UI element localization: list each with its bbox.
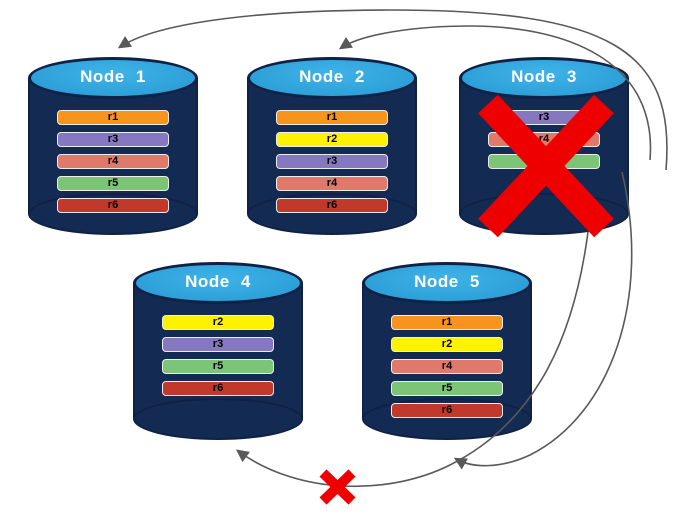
node-5: Node 5 r1 r2 r4 r5 r6 bbox=[362, 262, 532, 440]
cylinder-bottom bbox=[459, 193, 629, 235]
replica-bar-r6: r6 bbox=[391, 403, 503, 418]
replica-list: r2 r3 r5 r6 bbox=[133, 315, 303, 396]
replica-bar-r6: r6 bbox=[57, 198, 169, 213]
replica-bar-r3: r3 bbox=[276, 154, 388, 169]
cylinder-bottom bbox=[247, 193, 417, 235]
replica-bar-r2: r2 bbox=[391, 337, 503, 352]
replica-bar-r4: r4 bbox=[391, 359, 503, 374]
replica-bar-r5: r5 bbox=[488, 154, 600, 169]
replica-bar-r6: r6 bbox=[276, 198, 388, 213]
replica-bar-r1: r1 bbox=[276, 110, 388, 125]
replica-bar-r1: r1 bbox=[391, 315, 503, 330]
replica-bar-r5: r5 bbox=[57, 176, 169, 191]
replica-list: r3 r4 r5 bbox=[459, 110, 629, 169]
node-1: Node 1 r1 r3 r4 r5 r6 bbox=[28, 57, 198, 235]
replica-bar-r5: r5 bbox=[391, 381, 503, 396]
replica-bar-r2: r2 bbox=[162, 315, 274, 330]
replica-bar-r4: r4 bbox=[57, 154, 169, 169]
replica-list: r1 r2 r4 r5 r6 bbox=[362, 315, 532, 418]
replica-bar-r3: r3 bbox=[162, 337, 274, 352]
node-2: Node 2 r1 r2 r3 r4 r6 bbox=[247, 57, 417, 235]
replica-list: r1 r3 r4 r5 r6 bbox=[28, 110, 198, 213]
replica-bar-r4: r4 bbox=[488, 132, 600, 147]
replica-list: r1 r2 r3 r4 r6 bbox=[247, 110, 417, 213]
node-title: Node 4 bbox=[185, 272, 251, 291]
node-4: Node 4 r2 r3 r5 r6 bbox=[133, 262, 303, 440]
replica-bar-r1: r1 bbox=[57, 110, 169, 125]
replica-bar-r2: r2 bbox=[276, 132, 388, 147]
replica-bar-r3: r3 bbox=[57, 132, 169, 147]
node-title: Node 5 bbox=[414, 272, 480, 291]
replica-bar-r5: r5 bbox=[162, 359, 274, 374]
node-title: Node 3 bbox=[511, 67, 577, 86]
node-title: Node 1 bbox=[80, 67, 146, 86]
failed-transfer-x-icon bbox=[319, 469, 356, 505]
node-3: Node 3 r3 r4 r5 bbox=[459, 57, 629, 235]
replica-bar-r3: r3 bbox=[488, 110, 600, 125]
replica-bar-r6: r6 bbox=[162, 381, 274, 396]
cylinder-bottom bbox=[133, 398, 303, 440]
node-title: Node 2 bbox=[299, 67, 365, 86]
replica-bar-r4: r4 bbox=[276, 176, 388, 191]
